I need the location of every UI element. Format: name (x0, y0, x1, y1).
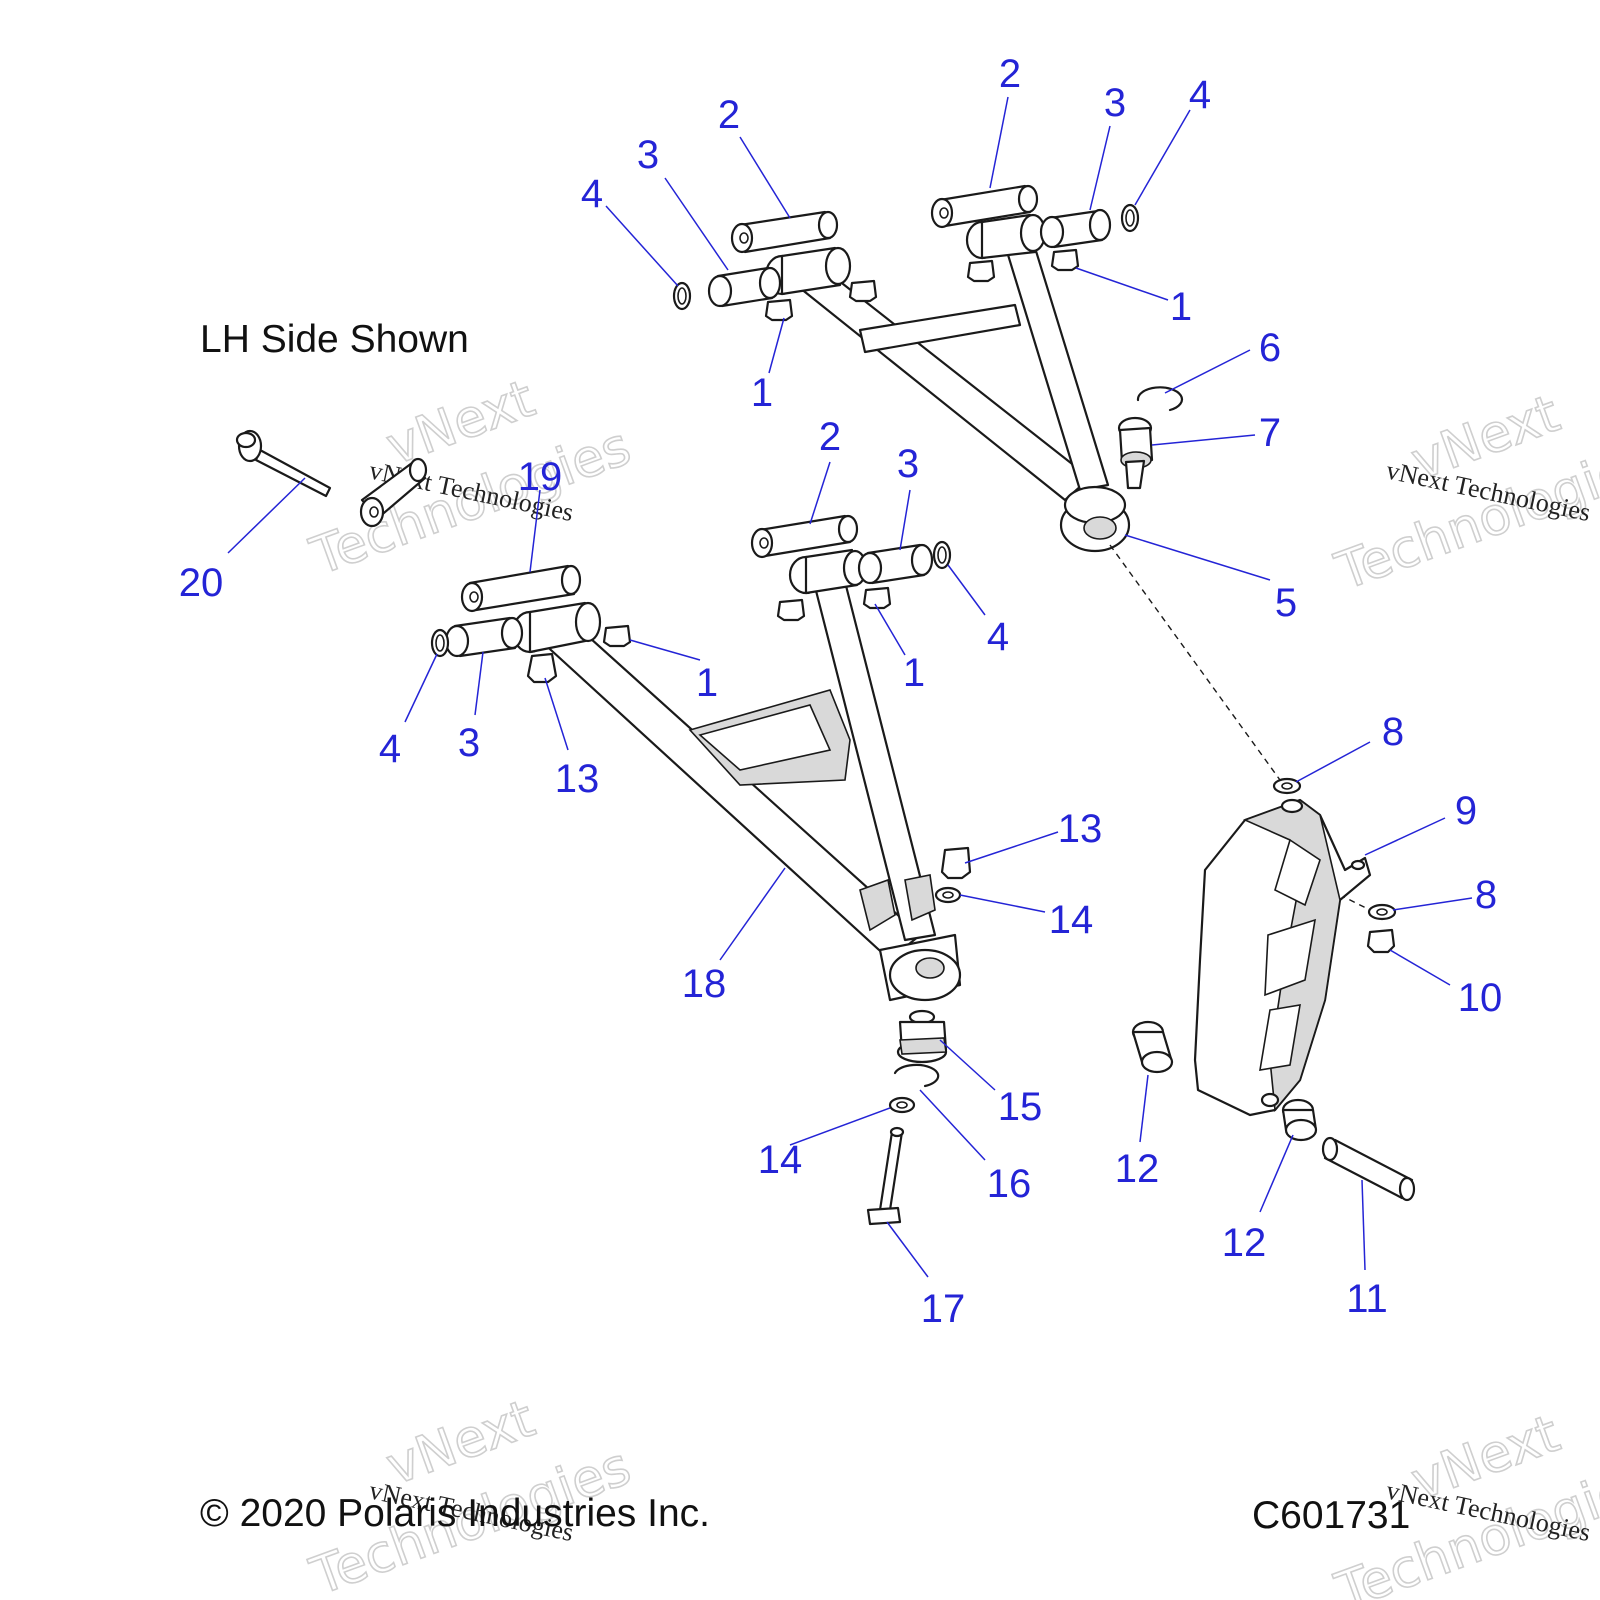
callout-9: 9 (1455, 789, 1477, 833)
callouts: 2 3 4 1 2 3 4 1 6 7 5 19 20 2 3 4 1 1 4 … (179, 52, 1503, 1331)
callout-7: 7 (1259, 411, 1281, 455)
pivot-pin (730, 210, 839, 254)
nut (526, 652, 972, 880)
bolt (235, 429, 332, 498)
callout-13: 13 (555, 757, 600, 801)
callout-4: 4 (1189, 73, 1211, 117)
callout-4: 4 (987, 615, 1009, 659)
callout-4: 4 (379, 727, 401, 771)
figure-code: C601731 (1252, 1494, 1410, 1537)
bushing (1039, 208, 1112, 249)
grease-fitting (602, 586, 892, 648)
lower-a-arm (511, 548, 962, 1002)
pivot-pin (359, 457, 428, 528)
callout-18: 18 (682, 962, 727, 1006)
ball-joint (1117, 416, 1154, 490)
callout-8: 8 (1475, 873, 1497, 917)
callout-11: 11 (1346, 1277, 1388, 1321)
callout-1: 1 (903, 651, 925, 695)
bushing (444, 616, 524, 658)
bushing (1131, 1020, 1174, 1074)
callout-3: 3 (458, 721, 480, 765)
callout-3: 3 (1104, 81, 1126, 125)
upper-a-arm (764, 213, 1131, 553)
callout-6: 6 (1259, 326, 1281, 370)
callout-15: 15 (998, 1085, 1043, 1129)
bushing (1281, 1098, 1318, 1142)
callout-1: 1 (751, 371, 773, 415)
sleeve (1321, 1136, 1416, 1202)
nut (1366, 928, 1396, 954)
bolt (866, 1126, 905, 1226)
callout-16: 16 (987, 1162, 1032, 1206)
callout-1: 1 (696, 661, 718, 705)
callout-3: 3 (897, 442, 919, 486)
callout-1: 1 (1170, 285, 1192, 329)
lower-ball-joint (896, 1009, 948, 1064)
callout-14: 14 (758, 1138, 803, 1182)
pivot-pin (750, 514, 859, 559)
callout-14: 14 (1049, 898, 1094, 942)
callout-3: 3 (637, 133, 659, 177)
callout-20: 20 (179, 561, 224, 605)
callout-8: 8 (1382, 710, 1404, 754)
bushing (857, 543, 934, 585)
retaining-ring (893, 1063, 940, 1088)
side-note: LH Side Shown (200, 318, 469, 361)
callout-13: 13 (1058, 807, 1103, 851)
copyright: © 2020 Polaris Industries Inc. (200, 1492, 710, 1535)
callout-2: 2 (819, 415, 841, 459)
callout-12: 12 (1222, 1221, 1267, 1265)
callout-5: 5 (1275, 581, 1297, 625)
callout-2: 2 (718, 93, 740, 137)
callout-10: 10 (1458, 976, 1503, 1020)
callout-2: 2 (999, 52, 1021, 96)
retaining-ring (1136, 386, 1184, 412)
callout-17: 17 (921, 1287, 966, 1331)
grease-fitting (764, 248, 1080, 322)
callout-19: 19 (518, 455, 563, 499)
leader-lines (227, 96, 1473, 1278)
callout-12: 12 (1115, 1147, 1160, 1191)
bushing (707, 266, 782, 308)
pivot-pin (930, 184, 1039, 229)
spindle-knuckle (1193, 798, 1372, 1117)
pivot-pin (460, 564, 582, 613)
callout-4: 4 (581, 172, 603, 216)
